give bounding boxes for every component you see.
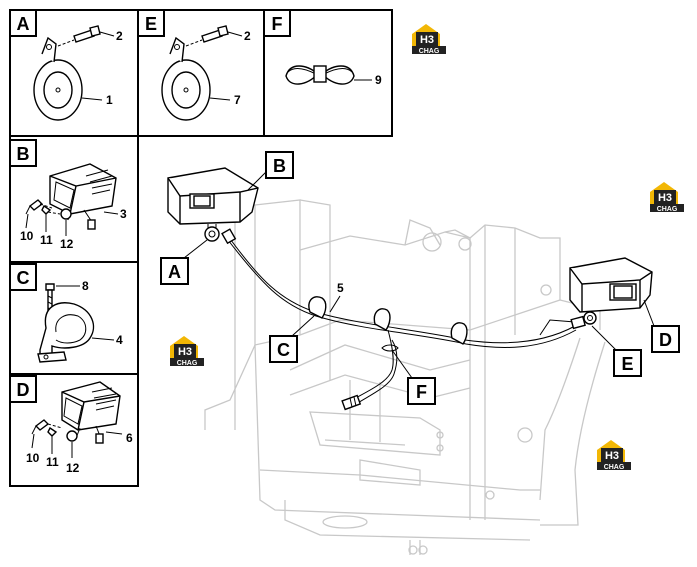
svg-text:E: E — [145, 14, 157, 34]
svg-text:5: 5 — [337, 281, 344, 295]
callout-E: E — [591, 325, 642, 377]
harness-number-label: 5 — [329, 281, 344, 313]
harness-clamps — [308, 296, 468, 352]
callout-C: C — [269, 315, 315, 363]
svg-text:2: 2 — [116, 29, 123, 43]
svg-text:9: 9 — [375, 73, 382, 87]
svg-text:H3: H3 — [605, 450, 619, 462]
svg-text:3: 3 — [120, 207, 127, 221]
svg-text:12: 12 — [66, 461, 80, 475]
svg-text:H3: H3 — [658, 192, 672, 204]
watermark-logo-4: H3 CHAG — [597, 440, 631, 471]
watermark-logo-3: H3 CHAG — [170, 336, 204, 367]
svg-text:A: A — [17, 14, 30, 34]
detail-panel-D: D 6 10 11 12 — [9, 373, 139, 487]
horn-housing-right — [569, 257, 653, 313]
detail-panel-B: B 3 10 11 12 — [9, 135, 139, 263]
svg-text:B: B — [17, 144, 30, 164]
svg-text:10: 10 — [26, 451, 40, 465]
loader-frame-drawing — [204, 199, 606, 555]
svg-text:D: D — [17, 380, 30, 400]
svg-text:H3: H3 — [420, 34, 434, 46]
svg-text:8: 8 — [82, 279, 89, 293]
svg-text:A: A — [168, 262, 181, 282]
svg-text:D: D — [659, 330, 672, 350]
svg-text:10: 10 — [20, 229, 34, 243]
svg-text:H3: H3 — [178, 346, 192, 358]
svg-text:B: B — [273, 156, 286, 176]
svg-text:C: C — [277, 340, 290, 360]
wiring-harness — [221, 228, 597, 411]
detail-panel-E: E 2 7 — [137, 9, 265, 137]
callout-A: A — [160, 239, 208, 285]
callout-B: B — [247, 151, 294, 191]
svg-text:E: E — [621, 354, 633, 374]
svg-text:2: 2 — [244, 29, 251, 43]
watermark-logo-1: H3 CHAG — [412, 24, 446, 55]
svg-text:F: F — [416, 382, 427, 402]
svg-text:CHAG: CHAG — [657, 206, 678, 213]
svg-text:1: 1 — [106, 93, 113, 107]
detail-panel-C: C 8 4 — [9, 261, 139, 375]
svg-text:C: C — [17, 268, 30, 288]
svg-text:CHAG: CHAG — [604, 464, 625, 471]
svg-text:12: 12 — [60, 237, 74, 251]
svg-text:F: F — [272, 14, 283, 34]
svg-text:11: 11 — [40, 233, 53, 247]
svg-text:4: 4 — [116, 333, 123, 347]
svg-text:7: 7 — [234, 93, 241, 107]
svg-text:11: 11 — [46, 455, 59, 469]
detail-panel-F: F 9 — [263, 9, 393, 137]
watermark-logo-2: H3 CHAG — [650, 182, 684, 213]
detail-panel-A: A 2 1 — [9, 9, 139, 137]
horn-housing-left — [167, 167, 259, 242]
svg-text:CHAG: CHAG — [419, 48, 440, 55]
callout-F: F — [391, 349, 436, 405]
svg-text:6: 6 — [126, 431, 133, 445]
svg-text:CHAG: CHAG — [177, 360, 198, 367]
callout-D: D — [643, 299, 680, 353]
